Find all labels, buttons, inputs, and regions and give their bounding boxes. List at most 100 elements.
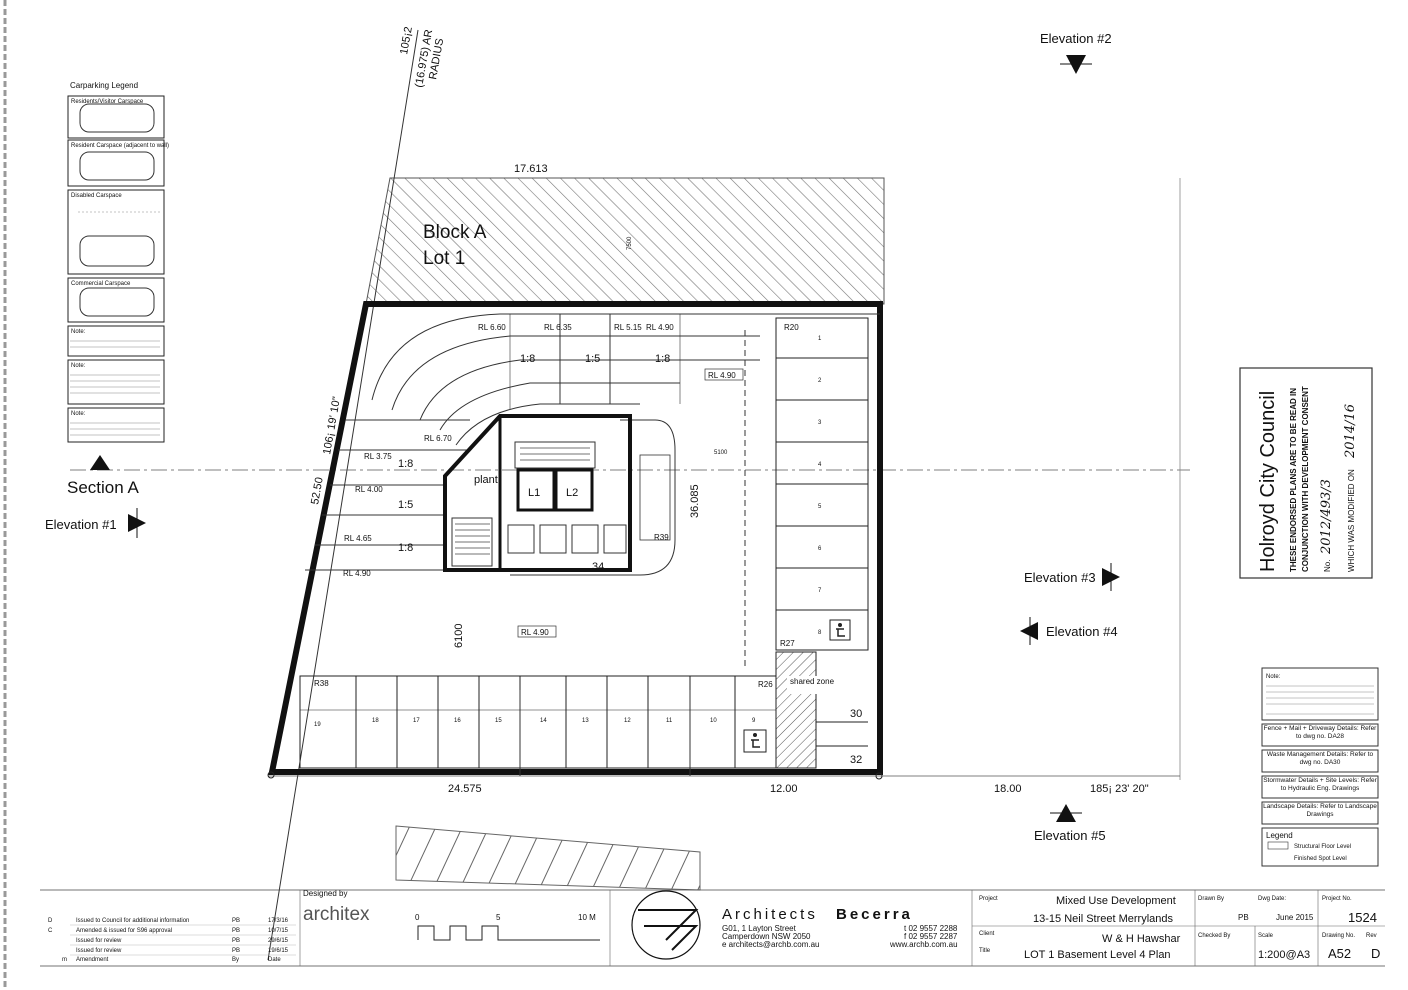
rev-by: By xyxy=(232,957,239,963)
elevation-3-label: Elevation #3 xyxy=(1024,570,1096,585)
drawing-title: LOT 1 Basement Level 4 Plan xyxy=(1024,949,1171,961)
rev-desc: Issued for review xyxy=(76,938,122,944)
rev-date: 19/6/15 xyxy=(268,948,289,954)
space-number: 2 xyxy=(818,378,822,384)
ramp-grade: 1:8 xyxy=(520,353,535,365)
drawn-by: PB xyxy=(1238,913,1249,922)
firm-logo-icon xyxy=(631,890,701,960)
elevation-2-label: Elevation #2 xyxy=(1040,31,1112,46)
shared-zone: shared zone R26 30 32 xyxy=(758,651,868,769)
stamp-line-1: THESE ENDORSED PLANS ARE TO BE READ IN xyxy=(1289,388,1298,572)
rev-by: PB xyxy=(232,938,240,944)
firm-phone: t 02 9557 2288 xyxy=(904,924,958,933)
rev-letter: C xyxy=(48,928,53,934)
legend-item-1: Residents/Visitor Carspace xyxy=(71,99,144,105)
space-r20: R20 xyxy=(784,323,799,332)
legend-title: Legend xyxy=(1266,831,1293,840)
legend-note-1: Note: xyxy=(71,329,86,335)
space-r38: R38 xyxy=(314,679,329,688)
designer-logo: architex xyxy=(303,904,370,925)
legend-note-2: Note: xyxy=(71,363,86,369)
project-label: Project xyxy=(979,896,998,902)
dim-bottom-right: 18.00 xyxy=(994,783,1022,795)
note-landscape: Landscape Details: Refer to Landscape Dr… xyxy=(1263,803,1377,818)
firm-address-2: Camperdown NSW 2050 xyxy=(722,932,811,941)
space-r39: R39 xyxy=(654,533,669,542)
driveway-hatch xyxy=(395,825,701,891)
space-number: 12 xyxy=(624,718,631,724)
rev-desc: Issued to Council for additional informa… xyxy=(76,918,189,924)
space-number: 13 xyxy=(582,718,589,724)
rev-by: PB xyxy=(232,948,240,954)
firm-fax: f 02 9557 2287 xyxy=(904,932,958,941)
rev-by: PB xyxy=(232,928,240,934)
space-number: 4 xyxy=(818,462,822,468)
space-number: 3 xyxy=(818,420,822,426)
ramp-grade: 1:8 xyxy=(655,353,670,365)
shared-zone-label: shared zone xyxy=(790,677,835,686)
scale-0: 0 xyxy=(415,913,420,922)
car-icon xyxy=(79,287,155,317)
rl-label: RL 6.60 xyxy=(478,323,506,332)
car-icon xyxy=(79,103,155,133)
space-number: 11 xyxy=(666,718,673,724)
car-icon xyxy=(79,235,155,267)
section-elevation-markers: Section A Elevation #1 Elevation #2 Elev… xyxy=(45,31,1120,843)
stamp-mod-label: WHICH WAS MODIFIED ON xyxy=(1347,469,1356,572)
stamp-no-label: No. xyxy=(1323,560,1332,572)
title-block: D Issued to Council for additional infor… xyxy=(40,889,1385,967)
revision: D xyxy=(1371,946,1380,961)
block-title: Block A xyxy=(423,222,487,243)
space-number: 5 xyxy=(818,504,822,510)
note-waste: Waste Management Details: Refer to dwg n… xyxy=(1266,751,1374,766)
dim-34: 34 xyxy=(592,561,604,573)
project-address: 13-15 Neil Street Merrylands xyxy=(1033,913,1174,925)
revision-table: D Issued to Council for additional infor… xyxy=(48,918,296,963)
ramp-grade: 1:8 xyxy=(398,542,413,554)
title-label: Title xyxy=(979,948,991,954)
firm-email: e architects@archb.com.au xyxy=(722,940,820,949)
legend-item-2: Resident Carspace (adjacent to wall) xyxy=(71,143,169,149)
stamp-council: Holroyd City Council xyxy=(1257,391,1279,572)
space-number: 15 xyxy=(495,718,502,724)
driveway-ramp xyxy=(305,313,880,576)
ramp-grade: 1:5 xyxy=(398,499,413,511)
checked-by-label: Checked By xyxy=(1198,933,1230,939)
notes-title: Note: xyxy=(1266,674,1281,680)
rl-label-upper: RL 4.90 xyxy=(708,371,736,380)
dim-7500: 7500 xyxy=(627,236,633,250)
rev-date: 10/7/15 xyxy=(268,928,289,934)
scale-5: 5 xyxy=(496,913,501,922)
rl-label: RL 3.75 xyxy=(364,452,392,461)
rev-date: 29/6/15 xyxy=(268,938,289,944)
dim-top: 17.613 xyxy=(514,163,548,175)
right-parking-column: R20 R27 1 2 3 4 5 6 7 8 5100 xyxy=(714,317,869,651)
scale-label: Scale xyxy=(1258,933,1274,939)
legend-fsl: Finished Spot Level xyxy=(1294,856,1347,862)
rev-letter: m xyxy=(62,957,67,963)
client-label: Client xyxy=(979,931,995,937)
rl-label-center: RL 4.90 xyxy=(521,628,549,637)
level-labels: RL 6.60 RL 6.35 RL 5.15 RL 4.90 RL 6.70 … xyxy=(343,323,744,638)
project-name: Mixed Use Development xyxy=(1056,895,1176,907)
rev-desc: Amendment xyxy=(76,957,109,963)
space-number: 7 xyxy=(818,588,822,594)
bearing-bottom: 185¡ 23' 20" xyxy=(1090,783,1149,795)
building-core: L1 L2 plant 34 xyxy=(443,414,632,573)
svg-text:5100: 5100 xyxy=(714,450,728,456)
date-label: Dwg Date: xyxy=(1258,896,1286,902)
ramp-grade: 1:8 xyxy=(398,458,413,470)
drawn-by-label: Drawn By xyxy=(1198,896,1224,902)
dim-bottom-left: 24.575 xyxy=(448,783,482,795)
car-icon xyxy=(79,151,155,181)
space-30: 30 xyxy=(850,708,862,720)
stamp-line-2: CONJUNCTION WITH DEVELOPMENT CONSENT xyxy=(1301,386,1310,572)
block-lot: Lot 1 xyxy=(423,248,465,269)
dim-6100: 6100 xyxy=(453,624,465,648)
space-number: 6 xyxy=(818,546,822,552)
survey-point xyxy=(875,772,883,780)
space-number: 10 xyxy=(710,718,717,724)
arc-bearing: 105¡2 xyxy=(398,26,415,56)
carparking-legend: Carparking Legend Residents/Visitor Cars… xyxy=(67,81,169,443)
rev-by: PB xyxy=(232,918,240,924)
